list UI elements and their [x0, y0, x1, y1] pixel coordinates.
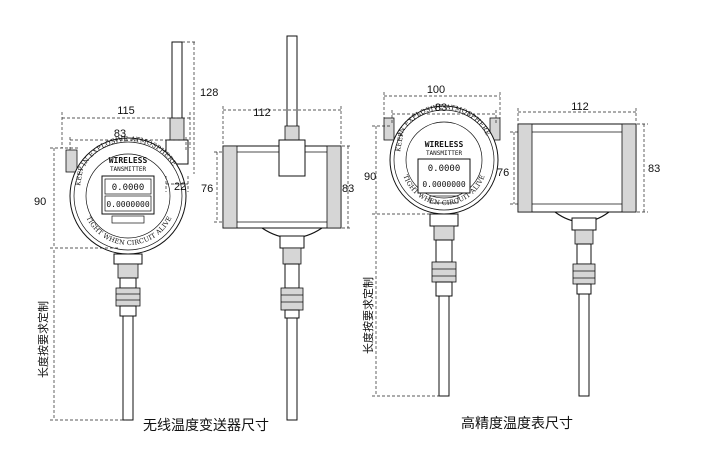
p-dim-76: 76: [497, 167, 509, 179]
precision-front-view: IN EXPLOSIVE ATMOSPHERE TIGHT WHEN CIRCU…: [383, 103, 501, 397]
p-brand-subtitle: TANSMITTER: [426, 150, 463, 157]
p-side-cover-left: [517, 123, 533, 213]
antenna-collar: [169, 117, 185, 141]
lcd-line-1: [104, 178, 152, 195]
dim-22: 22: [174, 181, 186, 193]
brand-label: WIRELESS: [109, 156, 148, 165]
side-hex: [282, 247, 302, 265]
side-neck: [279, 235, 305, 249]
p-side-pipe: [576, 243, 592, 265]
dim-83v: 83: [342, 183, 354, 195]
p-probe-stem: [438, 295, 450, 397]
p-dial-inner: [405, 121, 483, 199]
dim-115: 115: [117, 105, 135, 117]
precision-dimensions: 100 83 90 长度按要求定制: [361, 84, 501, 397]
p-dim-112: 112: [571, 101, 589, 113]
reading-1: 0.0000: [112, 183, 145, 193]
p-ring-text-left: KEEP: [394, 131, 405, 152]
p-keypad-strip: [429, 195, 459, 204]
side-antenna-rod: [286, 35, 298, 133]
p-lock-knob-left: [383, 117, 395, 141]
length-label: 长度按要求定制: [36, 301, 50, 378]
p-neck-hex: [433, 225, 455, 241]
side-cover-left: [222, 145, 238, 229]
p-reading-1: 0.0000: [428, 164, 461, 174]
dim-128: 128: [200, 87, 218, 99]
p-fitting-nut: [431, 261, 457, 283]
p-side-fitting: [576, 283, 592, 295]
probe-stem: [122, 315, 134, 421]
caption-wireless: 无线温度变送器尺寸: [143, 418, 269, 434]
p-dim-83: 83: [435, 102, 447, 114]
reading-2: 0.0000000: [106, 200, 150, 209]
caption-precision: 高精度温度表尺寸: [461, 415, 573, 432]
wireless-side-view: [222, 35, 342, 421]
housing-rim: [73, 141, 183, 251]
precision-side-dimensions: 112 76 83: [497, 101, 660, 213]
side-pipe: [284, 263, 300, 289]
side-cover-right: [326, 145, 342, 229]
side-stem: [286, 317, 298, 421]
p-dim-100: 100: [427, 84, 445, 96]
p-side-nut: [572, 263, 596, 285]
p-brand-label: WIRELESS: [425, 140, 464, 149]
p-lock-knob-right: [489, 117, 501, 141]
keypad-strip: [111, 215, 145, 224]
p-length-label: 长度按要求定制: [361, 277, 375, 354]
p-neck-lower: [435, 239, 453, 263]
neck-upper: [113, 253, 143, 265]
p-side-body: [517, 123, 637, 213]
side-antenna-collar: [284, 125, 300, 141]
ring-text-left: KEEP: [74, 165, 85, 186]
fitting-nut: [115, 287, 141, 307]
dim-83: 83: [114, 128, 126, 140]
fitting-body: [119, 305, 137, 317]
p-side-hex: [574, 229, 594, 245]
p-dim-90: 90: [364, 171, 376, 183]
lcd-line-2: [104, 195, 152, 212]
p-reading-2: 0.0000000: [422, 180, 466, 189]
dim-76: 76: [201, 183, 213, 195]
p-lcd-window: [417, 158, 471, 194]
side-antenna-boss: [278, 139, 306, 177]
dim-90: 90: [34, 196, 46, 208]
lcd-window: [101, 175, 155, 215]
dial-inner: [85, 153, 171, 239]
p-housing-rim: [393, 109, 495, 211]
neck-hex: [117, 263, 139, 279]
p-neck-upper: [429, 213, 459, 227]
wireless-dimensions: 115 83 128 22 90 长度按要求定制: [34, 41, 218, 421]
p-side-neck: [571, 217, 597, 231]
wireless-front-view: IN EXPLOSIVE ATMOSPHERE TIGHT WHEN CIRCU…: [65, 41, 189, 421]
p-dim-83v: 83: [648, 163, 660, 175]
side-fitting: [284, 309, 300, 319]
wireless-side-dimensions: 112 76 83: [201, 106, 354, 229]
side-nut: [280, 287, 304, 311]
p-side-cover-right: [621, 123, 637, 213]
dim-112: 112: [253, 107, 271, 119]
p-fitting-body: [435, 281, 453, 297]
precision-side-view: [517, 123, 637, 397]
cover-lock-knob: [65, 149, 78, 173]
brand-subtitle: TANSMITTER: [110, 166, 147, 173]
p-side-stem: [578, 293, 590, 397]
neck-lower: [119, 277, 137, 289]
